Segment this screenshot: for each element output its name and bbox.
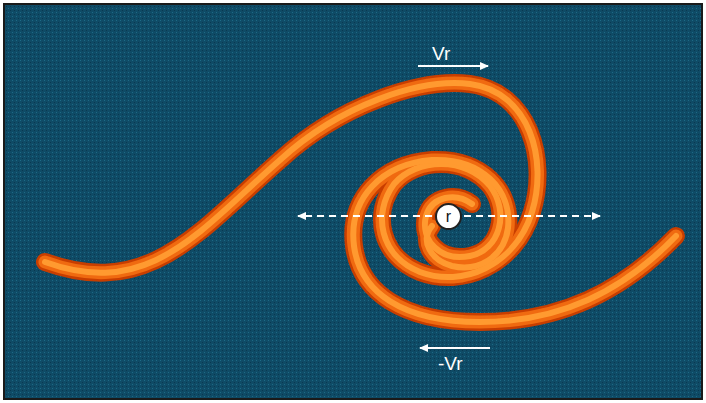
velocity-label: -Vr — [438, 354, 463, 373]
velocity-label: Vr — [432, 44, 450, 63]
background — [4, 4, 702, 399]
core-label: r — [446, 209, 451, 225]
spiral-band — [45, 83, 676, 322]
velocity-arrows — [298, 66, 600, 348]
core-circle: r — [435, 203, 462, 230]
